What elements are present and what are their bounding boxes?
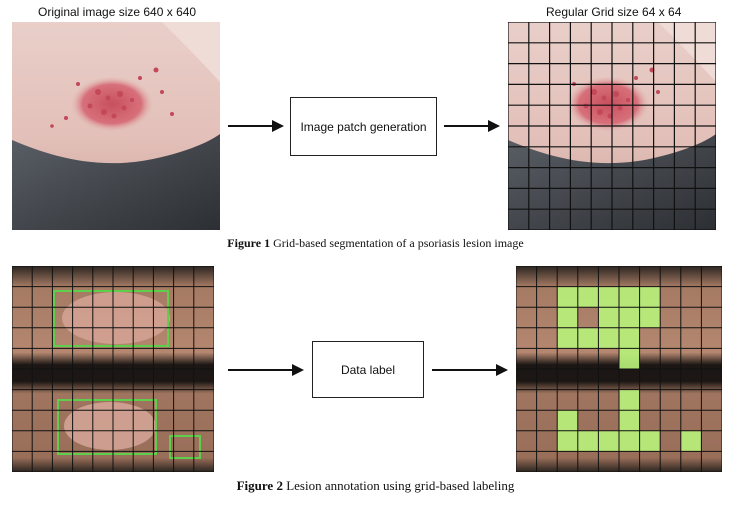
right-arrow-icon bbox=[228, 364, 304, 376]
right-arrow-icon bbox=[444, 120, 500, 132]
lesion-grid-cell bbox=[619, 430, 640, 452]
lesion-grid-cell bbox=[598, 430, 619, 452]
lesion-grid-cell bbox=[639, 307, 661, 328]
lesion-grid-cell bbox=[619, 389, 640, 411]
image-patch-generation-box: Image patch generation bbox=[290, 97, 437, 156]
annotated-lesion-image bbox=[12, 266, 214, 472]
lesion-grid-cell bbox=[598, 286, 619, 308]
original-image-label: Original image size 640 x 640 bbox=[38, 5, 197, 19]
lesion-grid-cell bbox=[557, 430, 578, 452]
lesion-grid-cell bbox=[680, 430, 702, 452]
lesion-grid-cell bbox=[577, 430, 599, 452]
right-arrow-icon bbox=[228, 120, 284, 132]
original-lesion-image bbox=[12, 22, 220, 230]
figure1-caption: Figure 1 Grid-based segmentation of a ps… bbox=[0, 236, 751, 251]
figure1-caption-label: Figure 1 bbox=[227, 236, 271, 250]
lesion-grid-cell bbox=[557, 327, 578, 349]
lesion-grid-cell bbox=[619, 327, 640, 349]
right-arrow-icon bbox=[432, 364, 508, 376]
data-label-box: Data label bbox=[312, 341, 424, 398]
lesion-grid-cell bbox=[619, 286, 640, 308]
lesion-grid-cell bbox=[639, 286, 661, 308]
lesion-grid-cell bbox=[619, 348, 640, 369]
figure1-caption-text: Grid-based segmentation of a psoriasis l… bbox=[270, 236, 524, 250]
lesion-grid-cell bbox=[557, 286, 578, 308]
grid-segmented-image bbox=[508, 22, 716, 230]
lesion-grid-cell bbox=[639, 430, 661, 452]
figure2-caption: Figure 2 Lesion annotation using grid-ba… bbox=[0, 478, 751, 494]
lesion-grid-cell bbox=[577, 327, 599, 349]
figure2-caption-label: Figure 2 bbox=[236, 478, 283, 493]
grid-image-label: Regular Grid size 64 x 64 bbox=[546, 5, 682, 19]
lesion-grid-cell bbox=[619, 307, 640, 328]
lesion-grid-cell bbox=[557, 410, 578, 431]
lesion-grid-cell bbox=[598, 307, 619, 328]
figure2-caption-text: Lesion annotation using grid-based label… bbox=[282, 478, 515, 493]
lesion-grid-cell bbox=[557, 307, 578, 328]
lesion-grid-cell bbox=[598, 327, 619, 349]
lesion-grid-cell bbox=[619, 410, 640, 431]
lesion-grid-cell bbox=[577, 286, 599, 308]
grid-labeled-image bbox=[516, 266, 722, 472]
